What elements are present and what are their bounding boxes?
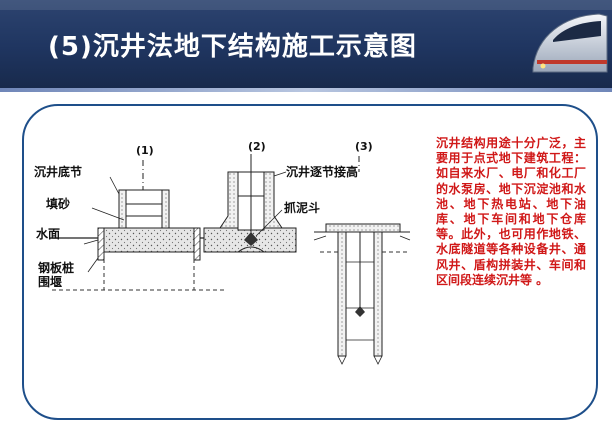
slide-title: (5)沉井法地下结构施工示意图 xyxy=(48,32,417,62)
content-panel xyxy=(22,104,598,420)
stage-3 xyxy=(313,156,411,365)
stage-2 xyxy=(203,154,297,253)
high-speed-train-icon xyxy=(532,13,608,73)
description-text: 沉井结构用途十分广泛，主要用于点式地下建筑工程：如自来水厂、电厂和化工厂的水泵房… xyxy=(436,136,586,287)
label-sheet-pile-1: 钢板桩 xyxy=(38,260,74,275)
slide-header: (5)沉井法地下结构施工示意图 xyxy=(0,0,612,88)
label-bottom-section: 沉井底节 xyxy=(34,164,82,179)
label-grab-bucket: 抓泥斗 xyxy=(284,200,320,215)
step-label-1: (1) xyxy=(136,144,154,157)
caisson-construction-diagram: (1) (2) (3) xyxy=(34,140,411,365)
label-section-extension: 沉井逐节接高 xyxy=(286,164,358,179)
label-water-level: 水面 xyxy=(36,226,60,241)
header-accent-band xyxy=(0,88,612,92)
label-sheet-pile-2: 围堰 xyxy=(38,274,62,289)
step-label-2: (2) xyxy=(248,140,266,153)
step-label-3: (3) xyxy=(355,140,373,153)
stage-1 xyxy=(52,160,224,291)
label-sand-fill: 填砂 xyxy=(46,196,70,211)
